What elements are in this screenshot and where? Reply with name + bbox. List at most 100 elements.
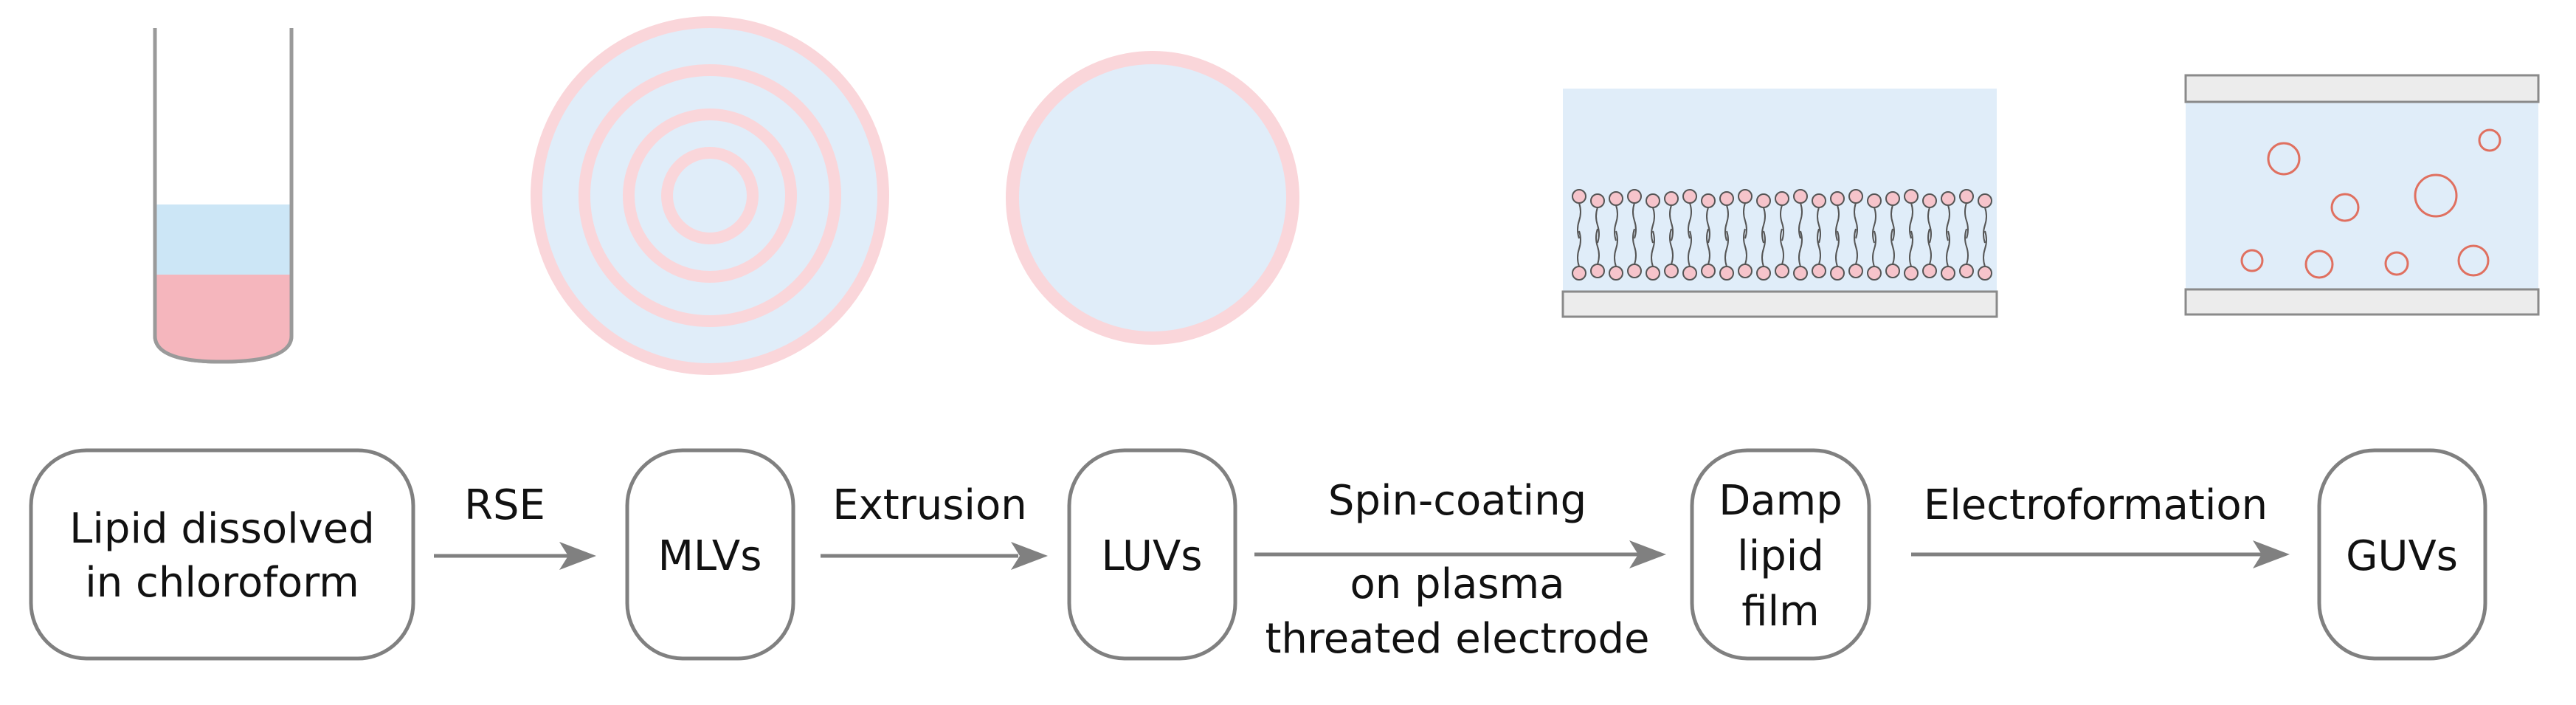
guv-vesicle	[2304, 250, 2334, 279]
guv-vesicle	[2267, 142, 2301, 176]
lipid-head	[1922, 264, 1937, 278]
arrow-head	[2253, 540, 2290, 568]
node-label: Damp	[1719, 477, 1843, 525]
lipid-tail	[1688, 202, 1692, 267]
lipid-head	[1627, 264, 1642, 278]
lipid-head	[1701, 264, 1716, 278]
lipid-head	[1719, 266, 1734, 281]
arrow-head	[1011, 542, 1048, 570]
bottom-electrode	[2184, 288, 2540, 316]
node-lipid-in-chloroform: Lipid dissolved in chloroform	[29, 448, 415, 661]
lipid-head	[1848, 189, 1863, 204]
lipid-head	[1812, 193, 1826, 208]
lipid-tail	[1743, 202, 1747, 265]
node-box	[1067, 448, 1237, 661]
edge-extrusion: Extrusion	[821, 481, 1048, 570]
lipid-head	[1885, 191, 1900, 206]
lipid-tail	[1706, 207, 1710, 265]
lipid-tail	[1595, 207, 1600, 265]
lipid-tail	[1798, 202, 1803, 267]
node-label: film	[1741, 588, 1819, 636]
luv-membrane	[1006, 51, 1299, 345]
lipid-head	[1867, 266, 1882, 281]
chloroform-layer	[156, 275, 290, 360]
lipid-head	[1867, 193, 1882, 208]
lipid-head	[1812, 264, 1826, 278]
electrode-slide	[1561, 290, 1998, 318]
unilamellar-vesicle-icon	[1006, 51, 1299, 345]
lipid-head	[1775, 264, 1789, 278]
lipid-tail	[1632, 202, 1637, 265]
arrow-head	[1629, 540, 1666, 568]
multilamellar-vesicle-icon	[531, 16, 889, 375]
node-label: MLVs	[658, 532, 762, 580]
lipid-tail	[1854, 202, 1858, 265]
lipid-head	[1904, 189, 1919, 204]
guv-vesicle	[2457, 244, 2490, 277]
lipid-head	[1572, 266, 1586, 281]
lipid-tail	[1761, 207, 1766, 267]
node-box	[1690, 448, 1871, 661]
lipid-tail	[1890, 204, 1895, 265]
lipid-head	[1682, 189, 1697, 204]
mlv-inner-membrane	[661, 147, 759, 244]
lipid-head	[1756, 193, 1771, 208]
lipid-head	[1978, 193, 1992, 208]
edge-label: Spin-coating	[1328, 477, 1586, 525]
giant-vesicle-chamber-icon	[2184, 74, 2540, 316]
lipid-tail	[1780, 204, 1784, 265]
node-label: in chloroform	[85, 559, 359, 607]
lipid-head	[1959, 189, 1974, 204]
node-label: GUVs	[2346, 532, 2458, 580]
node-label: LUVs	[1102, 532, 1203, 580]
lipid-head	[1609, 191, 1623, 206]
node-luvs: LUVs	[1067, 448, 1237, 661]
lipid-tail	[1817, 207, 1821, 265]
lipid-tail	[1669, 204, 1674, 265]
lipid-head	[1922, 193, 1937, 208]
lipid-head	[1738, 264, 1753, 278]
node-box	[2317, 448, 2487, 661]
lipid-tail	[1983, 207, 1987, 267]
lipid-head	[1719, 191, 1734, 206]
edge-label: on plasma	[1350, 560, 1564, 608]
lipid-head	[1590, 264, 1605, 278]
lipid-head	[1664, 264, 1679, 278]
chamber-medium	[2186, 75, 2538, 289]
top-electrode	[2184, 74, 2540, 103]
lipid-tail	[1724, 204, 1729, 267]
lipid-bilayer-film-icon	[1561, 89, 1998, 318]
lipid-head	[1830, 266, 1845, 281]
lipid-head	[1627, 189, 1642, 204]
lipid-head	[1775, 191, 1789, 206]
lipid-tail	[1872, 207, 1876, 267]
lipid-tail	[1614, 204, 1618, 267]
node-box	[29, 448, 415, 661]
lipid-bilayer	[1572, 189, 1992, 281]
guv-vesicle	[2414, 173, 2458, 218]
lipid-head	[1590, 193, 1605, 208]
tube-wall	[153, 28, 294, 364]
lipid-head	[1793, 266, 1808, 281]
edge-rse: RSE	[434, 481, 596, 570]
edge-spin-coating: Spin-coating on plasma threated electrod…	[1254, 477, 1666, 663]
guv-vesicle	[2478, 128, 2501, 152]
lipid-tail	[1927, 207, 1932, 265]
lipid-head	[1978, 266, 1992, 281]
lipid-head	[1738, 189, 1753, 204]
lipid-head	[1959, 264, 1974, 278]
arrow-head	[559, 542, 596, 570]
edge-label: Extrusion	[832, 481, 1026, 529]
lipid-tail	[1946, 204, 1950, 267]
lipid-head	[1646, 193, 1660, 208]
lipid-tail	[1577, 202, 1581, 267]
guv-vesicle	[2384, 251, 2409, 276]
edge-label: threated electrode	[1265, 615, 1649, 663]
node-box	[625, 448, 795, 661]
node-label: lipid	[1737, 532, 1824, 580]
lipid-head	[1848, 264, 1863, 278]
lipid-tail	[1964, 202, 1969, 265]
node-damp-lipid-film: Damp lipid film	[1690, 448, 1871, 661]
lipid-head	[1941, 266, 1955, 281]
